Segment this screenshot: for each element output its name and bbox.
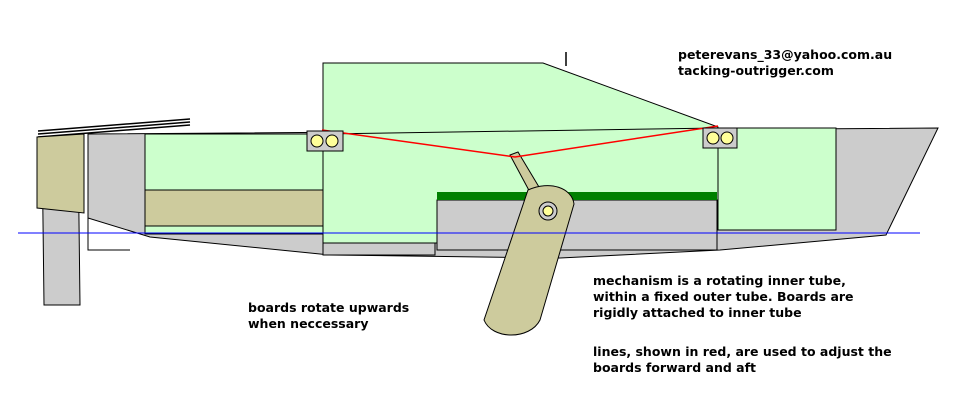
mechanism-note: mechanism is a rotating inner tube, with… xyxy=(593,273,854,321)
aft-tube-right xyxy=(325,134,339,148)
contact-website: tacking-outrigger.com xyxy=(678,63,834,78)
mechanism-note-line: rigidly attached to inner tube xyxy=(593,305,802,320)
lines-note-line: boards forward and aft xyxy=(593,360,756,375)
contact-email: peterevans_33@yahoo.com.au xyxy=(678,47,893,62)
mechanism-note-line: within a fixed outer tube. Boards are xyxy=(593,289,854,304)
rotate-note-line: when neccessary xyxy=(248,316,369,331)
forward-cabin xyxy=(717,127,837,231)
rudder-head xyxy=(36,133,85,214)
contact-info: peterevans_33@yahoo.com.au tacking-outri… xyxy=(678,47,892,79)
deck-strip xyxy=(437,192,717,200)
mechanism-note-line: mechanism is a rotating inner tube, xyxy=(593,273,846,288)
centre-bench xyxy=(436,199,718,251)
rotate-note-line: boards rotate upwards xyxy=(248,300,410,315)
rotate-note: boards rotate upwards when neccessary xyxy=(248,300,409,332)
centreboard xyxy=(483,185,575,336)
deck-line xyxy=(322,127,719,135)
lines-note-line: lines, shown in red, are used to adjust … xyxy=(593,344,892,359)
lines-note: lines, shown in red, are used to adjust … xyxy=(593,344,892,376)
aft-berth xyxy=(144,189,324,227)
forward-tube-right xyxy=(720,131,734,145)
forward-tube-left xyxy=(706,131,720,145)
transom-outline xyxy=(87,205,130,251)
cabin-floor xyxy=(322,242,436,256)
aft-tube-left xyxy=(310,134,324,148)
adjust-lines xyxy=(321,125,719,158)
pivot-tube-inner xyxy=(542,205,554,217)
